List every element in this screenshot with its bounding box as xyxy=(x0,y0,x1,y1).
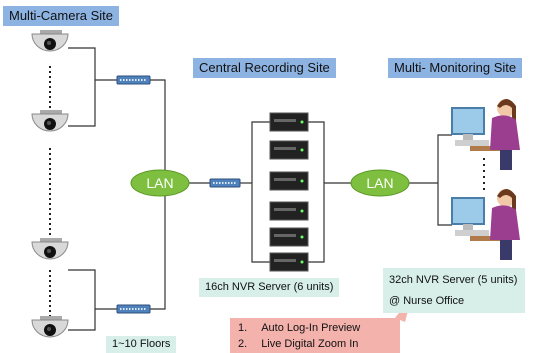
nvr-server-icon xyxy=(269,140,309,160)
camera-site-title: Multi-Camera Site xyxy=(3,6,120,26)
nvr32-panel: 32ch NVR Server (5 units) @ Nurse Office xyxy=(383,268,525,313)
monitoring-site-title: Multi- Monitoring Site xyxy=(388,58,523,78)
nvr-server-icon xyxy=(269,201,309,221)
nvr32-label: 32ch NVR Server (5 units) xyxy=(389,274,518,286)
nvr-server-icon xyxy=(269,112,309,132)
lan-right-label: LAN xyxy=(366,175,394,191)
nvr-server-icon xyxy=(269,227,309,247)
operator-at-monitor-icon xyxy=(451,99,520,170)
switch-icon xyxy=(116,304,151,314)
feature-item: 1.Auto Log-In Preview xyxy=(238,322,361,334)
switch-icon xyxy=(116,75,151,85)
lan-left-ellipse xyxy=(130,169,190,197)
nvr-server-icon xyxy=(269,171,309,191)
lan-left-label: LAN xyxy=(146,175,174,191)
switch-icon xyxy=(209,178,241,188)
nvr16-label: 16ch NVR Server (6 units) xyxy=(199,278,340,297)
lan-right-ellipse xyxy=(350,169,410,197)
floors-label: 1~10 Floors xyxy=(106,336,177,353)
nvr-server-icon xyxy=(269,252,309,272)
camera-icon xyxy=(31,238,69,260)
nurse-office-label: @ Nurse Office xyxy=(389,295,465,307)
feature-callout: 1.Auto Log-In Preview 2.Live Digital Zoo… xyxy=(230,318,400,353)
feature-item: 2.Live Digital Zoom In xyxy=(238,338,359,350)
operator-at-monitor-icon xyxy=(451,189,520,260)
camera-icon xyxy=(31,316,69,338)
camera-icon xyxy=(31,110,69,132)
recording-site-title: Central Recording Site xyxy=(193,58,336,78)
camera-icon xyxy=(31,30,69,52)
